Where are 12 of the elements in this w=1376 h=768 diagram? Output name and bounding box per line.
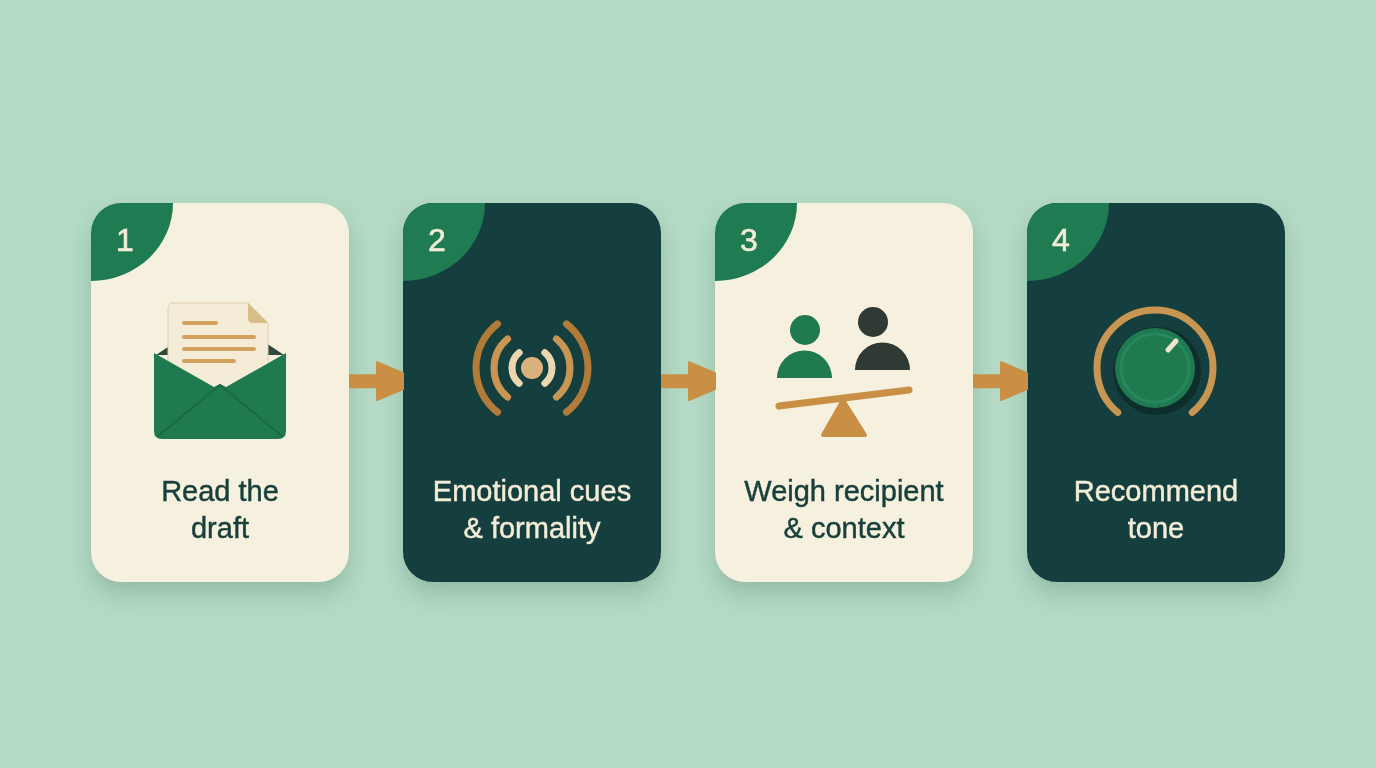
step-card <box>91 203 349 582</box>
step-card <box>715 203 973 582</box>
step-number: 2 <box>428 223 446 257</box>
step-number: 1 <box>116 223 134 257</box>
step-label: Read the draft <box>160 474 280 546</box>
step-card <box>403 203 661 582</box>
step-label: Emotional cues & formality <box>431 474 633 546</box>
step-label: Recommend tone <box>1072 474 1240 546</box>
step-number: 4 <box>1052 223 1070 257</box>
step-number: 3 <box>740 223 758 257</box>
step-card <box>1027 203 1285 582</box>
step-label: Weigh recipient & context <box>743 474 945 546</box>
